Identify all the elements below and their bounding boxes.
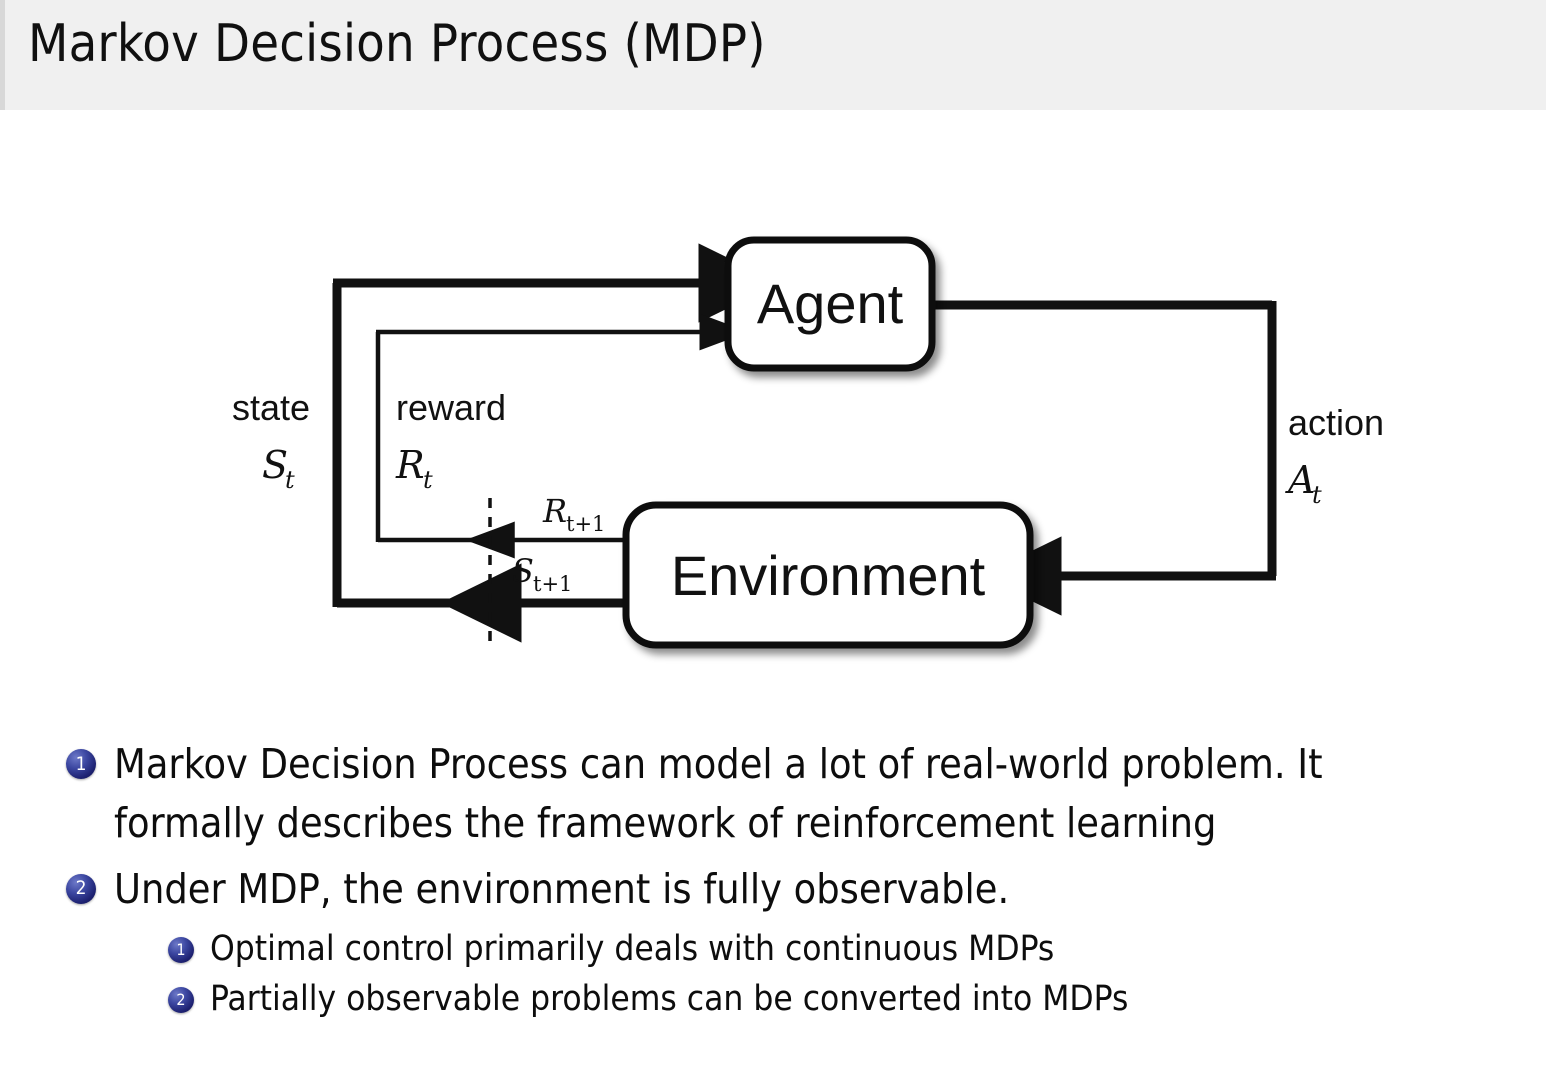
header-left-rule bbox=[0, 0, 5, 110]
sub-list-item: 1 Optimal control primarily deals with c… bbox=[168, 925, 1546, 975]
state-next-subscript: t+1 bbox=[533, 572, 572, 596]
sub-list-item: 2 Partially observable problems can be c… bbox=[168, 975, 1546, 1025]
state-label: state bbox=[232, 387, 310, 428]
reward-next-symbol: R bbox=[542, 492, 567, 530]
slide-header: Markov Decision Process (MDP) bbox=[0, 0, 1546, 110]
sub-bullet-marker-2: 2 bbox=[168, 987, 194, 1013]
page-title: Markov Decision Process (MDP) bbox=[28, 14, 766, 74]
action-path bbox=[930, 300, 1277, 616]
bullet-marker-2: 2 bbox=[66, 873, 96, 904]
list-item-text: Markov Decision Process can model a lot … bbox=[114, 740, 1323, 848]
bullet-marker-1: 1 bbox=[66, 749, 96, 779]
reward-symbol: R bbox=[395, 443, 425, 487]
sub-list-item-text: Partially observable problems can be con… bbox=[210, 979, 1129, 1019]
state-next-symbol: S bbox=[512, 552, 534, 590]
environment-node bbox=[622, 501, 1034, 649]
mdp-loop-diagram: Agent Environment state S t reward R t a… bbox=[0, 110, 1546, 720]
agent-node bbox=[724, 236, 936, 372]
action-label: action bbox=[1288, 402, 1384, 443]
sub-list-item-text: Optimal control primarily deals with con… bbox=[210, 929, 1055, 970]
list-item: 2 Under MDP, the environment is fully ob… bbox=[66, 860, 1546, 919]
bullet-list: 1 Markov Decision Process can model a lo… bbox=[0, 735, 1546, 1025]
action-symbol-subscript: t bbox=[1312, 481, 1322, 509]
reward-symbol-subscript: t bbox=[423, 466, 433, 494]
reward-next-subscript: t+1 bbox=[566, 512, 605, 536]
reward-label: reward bbox=[396, 387, 506, 428]
list-item-text: Under MDP, the environment is fully obse… bbox=[114, 864, 1010, 913]
state-symbol-subscript: t bbox=[285, 466, 295, 494]
sub-bullet-marker-1: 1 bbox=[168, 937, 194, 964]
environment-node-label: Environment bbox=[671, 544, 986, 607]
list-item: 1 Markov Decision Process can model a lo… bbox=[66, 735, 1546, 854]
state-symbol: S bbox=[262, 443, 288, 487]
action-symbol: A bbox=[1285, 458, 1315, 502]
agent-node-label: Agent bbox=[757, 272, 904, 335]
